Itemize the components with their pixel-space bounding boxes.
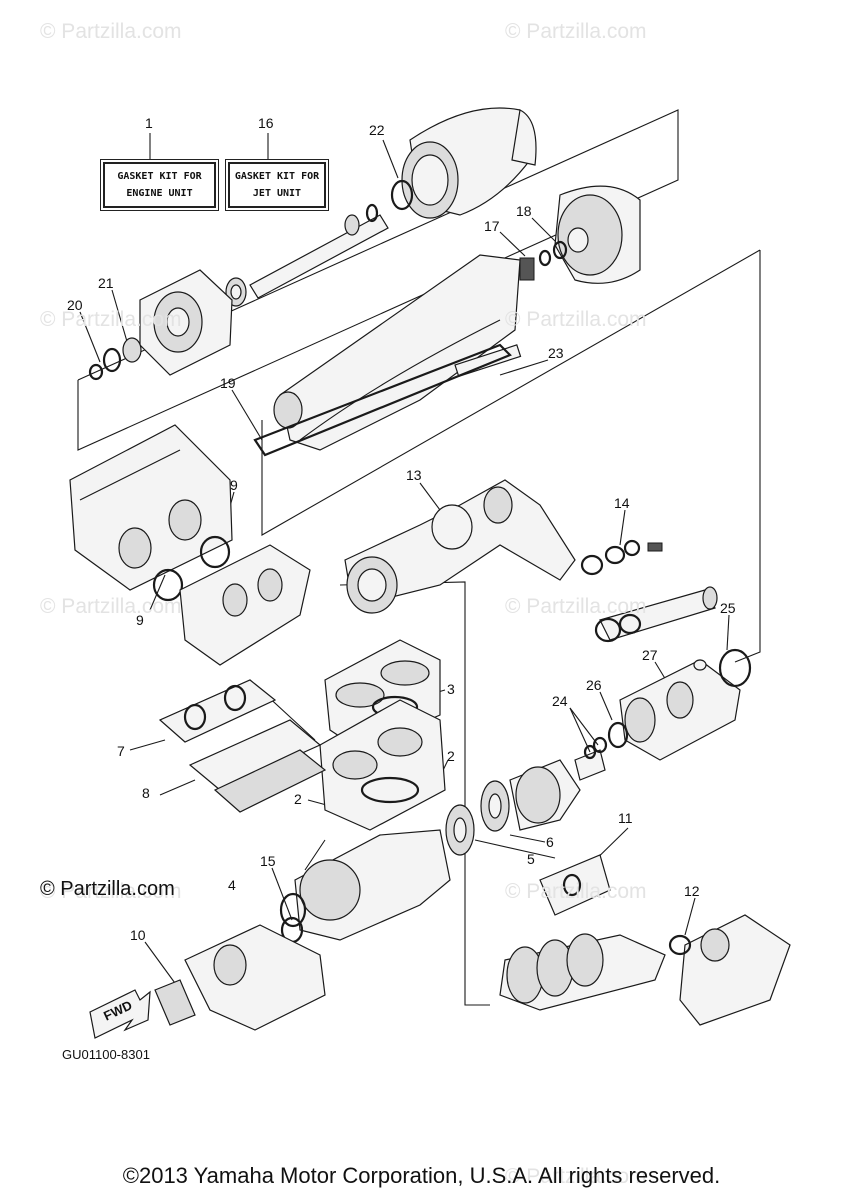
callout-number: 23 (548, 345, 564, 361)
callout-number: 27 (642, 647, 658, 663)
partzilla-copyright: © Partzilla.com (40, 878, 175, 900)
callout-number: 1 (145, 115, 153, 131)
watermark: © Partzilla.com (505, 308, 647, 331)
callout-number: 2 (294, 791, 302, 807)
callout-number: 18 (516, 203, 532, 219)
callout-number: 14 (614, 495, 630, 511)
exhaust-hose (594, 586, 718, 643)
watermark: © Partzilla.com (40, 880, 182, 903)
cylinder-head (324, 639, 441, 751)
callout-number: 24 (552, 693, 568, 709)
callout-number: 20 (67, 297, 83, 313)
callout-number: 9 (136, 612, 144, 628)
intake-duct (253, 254, 522, 457)
bearing-housing (88, 269, 233, 381)
gasket-kit-jet-label: GASKET KIT FOR JET UNIT (228, 162, 326, 208)
callout-number: 7 (117, 743, 125, 759)
watermark: © Partzilla.com (40, 308, 182, 331)
watermark: © Partzilla.com (505, 880, 647, 903)
callout-number: 10 (130, 927, 146, 943)
jet-pump-housing (390, 107, 537, 219)
callout-number: 17 (484, 218, 500, 234)
callout-number: 15 (260, 853, 276, 869)
carburetor-assembly (179, 544, 311, 666)
callout-number: 3 (447, 681, 455, 697)
grouping-lines (77, 109, 761, 1006)
forward-arrow (89, 989, 151, 1039)
callout-number: 26 (586, 677, 602, 693)
footer-copyright: ©2013 Yamaha Motor Corporation, U.S.A. A… (122, 1163, 721, 1188)
air-intake-box (69, 424, 233, 602)
callout-number: 22 (369, 122, 385, 138)
watermark: © Partzilla.com (40, 20, 182, 43)
callout-number: 4 (228, 877, 236, 893)
callout-number: 25 (720, 600, 736, 616)
callout-number: 19 (220, 375, 236, 391)
callout-number: 9 (230, 477, 238, 493)
watermark: © Partzilla.com (505, 20, 647, 43)
coupling-assembly (445, 749, 606, 856)
cylinder-block (319, 699, 446, 831)
gasket-kit-engine-label: GASKET KIT FOR ENGINE UNIT (103, 162, 216, 208)
muffler-bellows (499, 854, 791, 1026)
callout-number: 13 (406, 467, 422, 483)
callout-number: 8 (142, 785, 150, 801)
callout-number: 5 (527, 851, 535, 867)
exhaust-manifold (344, 479, 663, 614)
impeller (519, 185, 641, 284)
watermark: © Partzilla.com (40, 595, 182, 618)
drive-shaft (225, 203, 389, 307)
intake-gaskets (158, 679, 327, 813)
callout-number: 12 (684, 883, 700, 899)
callout-number: 11 (618, 810, 633, 826)
callout-number: 6 (546, 834, 554, 850)
jet-nozzle (583, 648, 752, 761)
watermark: © Partzilla.com (505, 595, 647, 618)
callout-number: 2 (447, 748, 455, 764)
watermark: © Partzilla.com (505, 1165, 647, 1188)
lower-crankcase (154, 924, 326, 1031)
callout-number: 16 (258, 115, 274, 131)
crankcase (279, 829, 451, 944)
callout-number: 21 (98, 275, 114, 291)
diagram-code: GU01100-8301 (62, 1047, 150, 1062)
